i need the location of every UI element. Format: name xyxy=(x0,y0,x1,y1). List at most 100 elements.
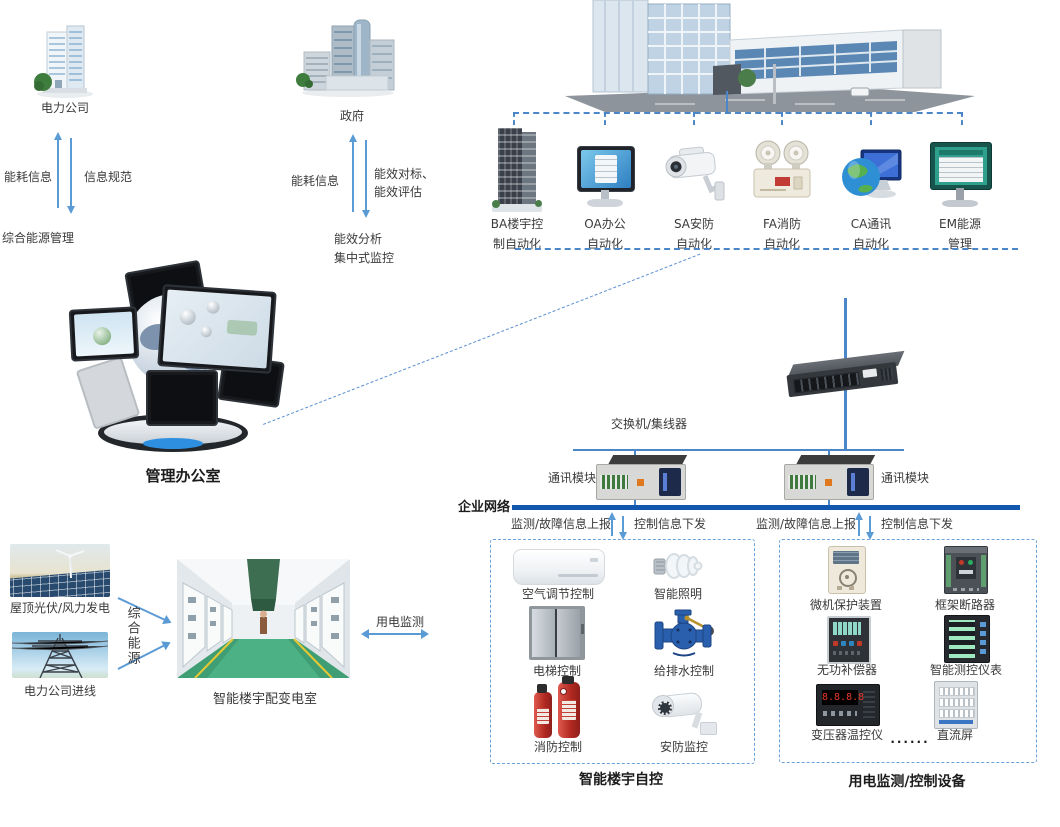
bus-stub-ba xyxy=(513,112,515,125)
wind-turbine xyxy=(55,549,85,578)
compensator-btn-2 xyxy=(841,641,846,646)
circuit-breaker-icon xyxy=(944,546,988,594)
oa-stand xyxy=(601,190,609,199)
meter-digit-grid xyxy=(949,620,975,658)
comm-module-body xyxy=(784,464,874,500)
enterprise-network-label: 企业网络 xyxy=(458,500,511,515)
ac-vent xyxy=(558,574,598,577)
cfl-bulb-icon xyxy=(653,553,703,579)
temp-controller-label: 变压器温控仪 xyxy=(810,728,883,742)
management-office-label: 管理办公室 xyxy=(145,467,221,485)
screen-landscape xyxy=(226,319,258,336)
dc-breaker-row-2 xyxy=(939,698,975,707)
breaker-face xyxy=(956,557,976,579)
ba-base xyxy=(492,204,542,212)
extinguisher-large-label xyxy=(562,700,576,720)
energy-info-label: 能耗信息 xyxy=(4,170,53,184)
fa-label-line2: 自动化 xyxy=(763,237,800,251)
report-label-right: 监测/故障信息上报 xyxy=(756,517,857,531)
oa-label-line1: OA办公 xyxy=(584,217,626,231)
temp-controller-icon: 8.8.8.8 xyxy=(816,684,880,726)
enterprise-network-line xyxy=(512,505,1020,510)
temp-buttons xyxy=(823,711,857,716)
monitor-front xyxy=(146,370,218,426)
backbone-dashed-line xyxy=(515,248,1018,250)
central-monitoring-label: 集中式监控 xyxy=(334,251,395,265)
comm-module-left-icon xyxy=(596,455,688,501)
solar-wind-photo xyxy=(10,544,110,597)
sa-camera-icon xyxy=(665,146,725,201)
comm-module-cpu-stripe xyxy=(851,473,855,491)
comm-module-led xyxy=(825,479,832,486)
comm-module-left-label: 通讯模块 xyxy=(548,471,597,485)
protection-relay-label: 微机保护装置 xyxy=(809,598,882,612)
building-auto-box xyxy=(490,539,755,764)
relay-dial xyxy=(839,569,857,587)
em-screen-list xyxy=(939,157,983,182)
monitor-main xyxy=(157,284,277,374)
dc-breaker-row-1 xyxy=(939,687,975,696)
comm-module-body xyxy=(596,464,686,500)
smart-lighting-label: 智能照明 xyxy=(653,587,702,601)
ba-building-icon xyxy=(492,128,542,214)
sa-label-line2: 自动化 xyxy=(675,237,712,251)
ba-side-face xyxy=(522,132,536,206)
dc-panel-icon xyxy=(934,681,978,729)
extinguisher-large-handle xyxy=(562,676,574,684)
water-control-label: 给排水控制 xyxy=(653,664,714,678)
fa-emergency-light-icon xyxy=(753,140,811,198)
fa-label-line1: FA消防 xyxy=(762,217,801,231)
temp-display: 8.8.8.8 xyxy=(822,690,865,705)
monitor-left-screen xyxy=(73,311,135,357)
comm-module-cpu xyxy=(659,468,681,496)
government-label: 政府 xyxy=(339,109,364,123)
fire-control-label: 消防控制 xyxy=(533,740,582,754)
power-company-down-arrow xyxy=(67,138,75,214)
breaker-rail-right xyxy=(981,555,986,587)
extinguisher-large xyxy=(558,682,580,738)
breaker-led-red xyxy=(959,560,964,565)
compensator-lcd xyxy=(833,622,861,635)
transmission-tower xyxy=(12,634,108,678)
benchmark-label-line2: 能效评估 xyxy=(374,185,423,199)
efficiency-analysis-label: 能效分析 xyxy=(334,232,383,246)
cctv-camera-icon xyxy=(650,686,717,738)
sa-label-line1: SA安防 xyxy=(673,217,715,231)
government-up-arrow xyxy=(349,134,357,212)
extinguisher-small-label xyxy=(537,708,549,724)
control-down-arrow-left xyxy=(619,516,627,540)
hq-drop-line xyxy=(726,91,728,112)
breaker-terminals xyxy=(953,588,979,591)
grid-incoming-label: 电力公司进线 xyxy=(23,684,96,698)
em-frame xyxy=(930,142,992,190)
switch-vents xyxy=(880,367,894,381)
fire-extinguisher-icon xyxy=(526,676,588,742)
integrated-energy-mgmt-label: 综合能源管理 xyxy=(2,231,75,245)
transmission-tower-photo xyxy=(12,632,108,678)
elevator-door-left xyxy=(532,609,555,657)
extinguisher-gauge xyxy=(560,688,567,695)
cctv-mount-plate xyxy=(700,722,717,735)
breaker-rail-left xyxy=(946,555,951,587)
ca-label-line2: 自动化 xyxy=(852,237,889,251)
comm-module-terminals xyxy=(788,475,816,489)
oa-label-line2: 自动化 xyxy=(586,237,623,251)
power-company-building-icon xyxy=(34,25,93,98)
oa-frame xyxy=(577,146,635,192)
ba-label-line1: BA楼宇控 xyxy=(490,217,544,231)
circuit-breaker-label: 框架断路器 xyxy=(934,598,995,612)
solar-wind-label: 屋顶光伏/风力发电 xyxy=(9,601,111,615)
relay-lcd xyxy=(833,551,859,564)
em-label-line1: EM能源 xyxy=(939,217,981,231)
government-down-arrow xyxy=(362,140,370,218)
comm-module-right-label: 通讯模块 xyxy=(881,471,930,485)
bus-stub-sa xyxy=(693,112,695,125)
temp-vents xyxy=(863,690,875,718)
compensator-icon xyxy=(827,616,871,664)
network-switch-icon xyxy=(784,343,909,409)
comm-module-terminals xyxy=(600,475,628,489)
air-conditioner-icon xyxy=(513,549,605,585)
elevator-icon xyxy=(529,606,585,660)
combined-energy-label: 综合能源 xyxy=(124,606,140,666)
compensator-btn-1 xyxy=(833,641,838,646)
